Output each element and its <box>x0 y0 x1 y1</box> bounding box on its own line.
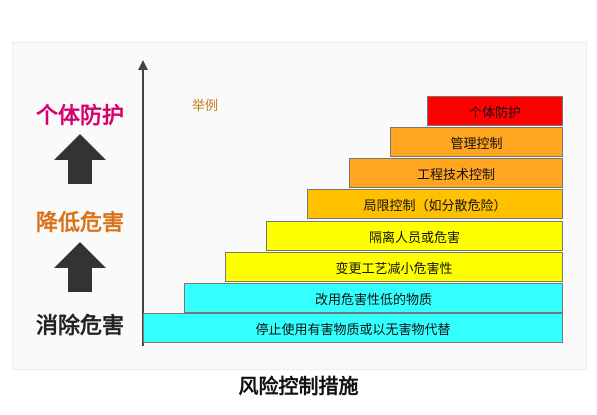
label-eliminate-hazard: 消除危害 <box>35 314 124 339</box>
legend-example: 举例 <box>192 99 219 114</box>
step-substitute: 停止使用有害物质或以无害物代替 <box>143 313 563 343</box>
step-change-process: 变更工艺减小危害性 <box>225 252 563 282</box>
step-limit-control: 局限控制（如分散危险） <box>307 189 563 219</box>
vertical-axis <box>142 68 144 346</box>
label-personal-protection: 个体防护 <box>35 104 124 129</box>
label-reduce-hazard: 降低危害 <box>35 211 124 236</box>
diagram-caption: 风险控制措施 <box>238 374 359 398</box>
axis-arrowhead <box>138 60 148 70</box>
step-administrative-control: 管理控制 <box>390 127 563 157</box>
up-arrow-icon <box>54 242 106 292</box>
up-arrow-icon <box>54 134 106 184</box>
step-personal-protection: 个体防护 <box>427 96 563 126</box>
step-isolation: 隔离人员或危害 <box>266 221 563 251</box>
step-engineering-control: 工程技术控制 <box>349 158 563 188</box>
step-less-hazardous-material: 改用危害性低的物质 <box>184 283 563 313</box>
